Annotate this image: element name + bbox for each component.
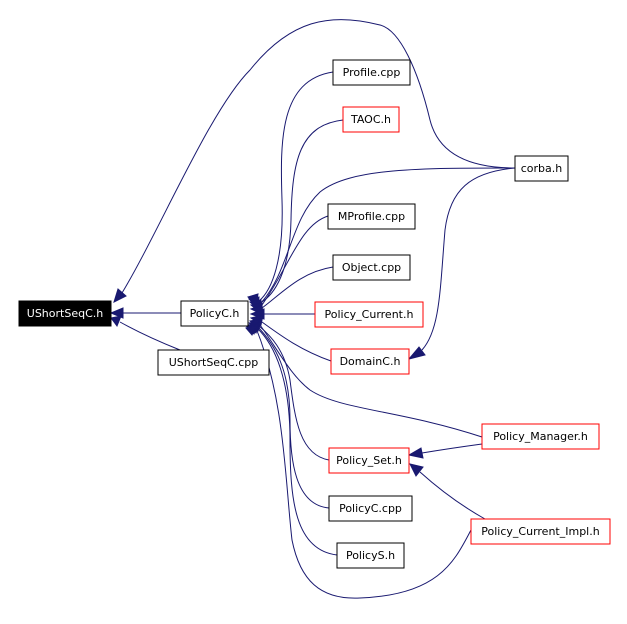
node-box — [18, 300, 112, 327]
node-label: UShortSeqC.h — [27, 307, 103, 320]
arrowhead — [110, 315, 122, 328]
node-label: Policy_Set.h — [336, 454, 402, 467]
node-label: TAOC.h — [350, 113, 391, 126]
node-box — [514, 155, 569, 182]
node-policy-manager-h[interactable]: Policy_Manager.h — [481, 423, 600, 450]
node-box — [328, 447, 410, 474]
node-ushortseqc-cpp[interactable]: UShortSeqC.cpp — [157, 349, 270, 376]
node-label: PolicyC.h — [190, 307, 240, 320]
edge-policy-current-impl-to-policy-set — [419, 471, 486, 520]
node-policy-current-h[interactable]: Policy_Current.h — [314, 301, 424, 328]
node-label: Policy_Current_Impl.h — [481, 525, 599, 538]
node-label: Object.cpp — [342, 261, 401, 274]
edge-corba-to-policyc — [260, 167, 516, 304]
arrowhead — [245, 324, 258, 336]
arrowhead — [109, 307, 124, 319]
node-domainc-h[interactable]: DomainC.h — [330, 348, 410, 375]
edge-profile-to-policyc — [258, 71, 334, 302]
edge-ushortseqc-cpp-to-ushortseqc — [119, 321, 181, 351]
node-object-cpp[interactable]: Object.cpp — [332, 254, 411, 281]
node-policyc-h[interactable]: PolicyC.h — [180, 300, 249, 327]
node-box — [470, 518, 611, 545]
node-label: corba.h — [521, 162, 563, 175]
node-label: UShortSeqC.cpp — [169, 356, 259, 369]
edge-corba-to-domainc — [421, 167, 516, 351]
node-box — [332, 59, 411, 86]
edge-policy-manager-to-policyc — [259, 324, 483, 438]
node-ushortseqc-h: UShortSeqC.h — [18, 300, 112, 327]
node-label: PolicyC.cpp — [339, 502, 402, 515]
node-box — [327, 203, 416, 230]
node-box — [328, 495, 413, 522]
node-box — [481, 423, 600, 450]
edge-domainc-to-policyc — [261, 321, 332, 362]
arrowhead — [409, 463, 424, 477]
node-label: MProfile.cpp — [338, 210, 405, 223]
node-mprofile-cpp[interactable]: MProfile.cpp — [327, 203, 416, 230]
node-label: Policy_Current.h — [325, 308, 414, 321]
node-profile-cpp[interactable]: Profile.cpp — [332, 59, 411, 86]
node-taoc-h[interactable]: TAOC.h — [342, 106, 400, 133]
node-label: Policy_Manager.h — [493, 430, 588, 443]
node-box — [332, 254, 411, 281]
node-policy-set-h[interactable]: Policy_Set.h — [328, 447, 410, 474]
edge-policys-to-policyc — [256, 327, 338, 556]
node-label: Profile.cpp — [343, 66, 401, 79]
node-label: PolicyS.h — [346, 549, 395, 562]
node-box — [180, 300, 249, 327]
node-corba-h[interactable]: corba.h — [514, 155, 569, 182]
node-box — [330, 348, 410, 375]
edge-mprofile-to-policyc — [261, 215, 329, 306]
arrowhead — [407, 447, 424, 459]
node-policy-current-impl-h[interactable]: Policy_Current_Impl.h — [470, 518, 611, 545]
edge-policy-manager-to-policy-set — [421, 443, 483, 454]
arrowhead — [113, 288, 127, 303]
node-box — [314, 301, 424, 328]
node-box — [342, 106, 400, 133]
node-policyc-cpp[interactable]: PolicyC.cpp — [328, 495, 413, 522]
edge-corba-to-ushortseqc — [121, 19, 516, 294]
edge-policy-current-impl-to-policyc — [255, 327, 472, 599]
edge-object-to-policyc — [261, 266, 334, 309]
edge-policyc-cpp-to-policyc — [257, 326, 330, 509]
edges — [119, 19, 516, 599]
node-policys-h[interactable]: PolicyS.h — [336, 542, 405, 569]
node-label: DomainC.h — [340, 355, 401, 368]
edge-taoc-to-policyc — [259, 119, 344, 304]
node-box — [157, 349, 270, 376]
arrowhead — [407, 346, 426, 360]
edge-policy-set-to-policyc — [258, 325, 330, 461]
arrowheads — [109, 288, 426, 477]
node-box — [336, 542, 405, 569]
